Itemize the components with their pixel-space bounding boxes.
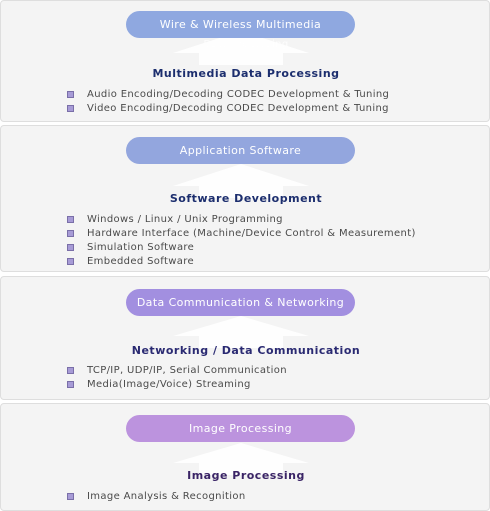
section-panel-multimedia: Wire & Wireless Multimedia Data Processi… <box>0 0 490 122</box>
list-item: Video Encoding/Decoding CODEC Developmen… <box>67 101 389 115</box>
category-pill-multimedia: Wire & Wireless Multimedia <box>126 11 355 38</box>
list-item: TCP/IP, UDP/IP, Serial Communication <box>67 363 287 377</box>
list-item: Audio Encoding/Decoding CODEC Developmen… <box>67 87 389 101</box>
pill-label: Data Communication & Networking <box>136 296 345 309</box>
square-bullet-icon <box>67 492 74 500</box>
up-arrow-icon <box>173 164 309 198</box>
pill-label: Application Software <box>179 144 302 157</box>
square-bullet-icon <box>67 229 74 237</box>
list-item: Windows / Linux / Unix Programming <box>67 212 416 226</box>
square-bullet-icon <box>67 90 74 98</box>
list-item: Simulation Software <box>67 240 416 254</box>
section-panel-application-software: Application Software Software Developmen… <box>0 125 490 272</box>
pill-label: Wire & Wireless Multimedia <box>159 18 322 31</box>
list-item: Hardware Interface (Machine/Device Contr… <box>67 226 416 240</box>
section-panel-image-processing: Image Processing Image Processing Image … <box>0 403 490 511</box>
square-bullet-icon <box>67 243 74 251</box>
list-item: Media(Image/Voice) Streaming <box>67 377 287 391</box>
item-list: Audio Encoding/Decoding CODEC Developmen… <box>67 87 389 115</box>
item-list: TCP/IP, UDP/IP, Serial Communication Med… <box>67 363 287 391</box>
section-subtitle: Networking / Data Communication <box>131 344 361 357</box>
square-bullet-icon <box>67 380 74 388</box>
square-bullet-icon <box>67 215 74 223</box>
up-arrow-icon <box>173 316 309 348</box>
section-panel-data-communication: Data Communication & Networking Networki… <box>0 276 490 400</box>
section-subtitle: Image Processing <box>187 469 305 482</box>
category-pill-data-communication: Data Communication & Networking <box>126 289 355 316</box>
category-pill-application-software: Application Software <box>126 137 355 164</box>
up-arrow-icon <box>173 31 309 65</box>
section-subtitle: Multimedia Data Processing <box>152 67 340 80</box>
square-bullet-icon <box>67 257 74 265</box>
list-item: Image Analysis & Recognition <box>67 489 246 503</box>
pill-label: Image Processing <box>188 422 293 435</box>
faded-label: Data Processing <box>203 39 289 50</box>
square-bullet-icon <box>67 366 74 374</box>
category-pill-image-processing: Image Processing <box>126 415 355 442</box>
item-list: Windows / Linux / Unix Programming Hardw… <box>67 212 416 268</box>
up-arrow-icon <box>173 443 309 475</box>
square-bullet-icon <box>67 104 74 112</box>
item-list: Image Analysis & Recognition <box>67 489 246 503</box>
list-item: Embedded Software <box>67 254 416 268</box>
section-subtitle: Software Development <box>169 192 323 205</box>
